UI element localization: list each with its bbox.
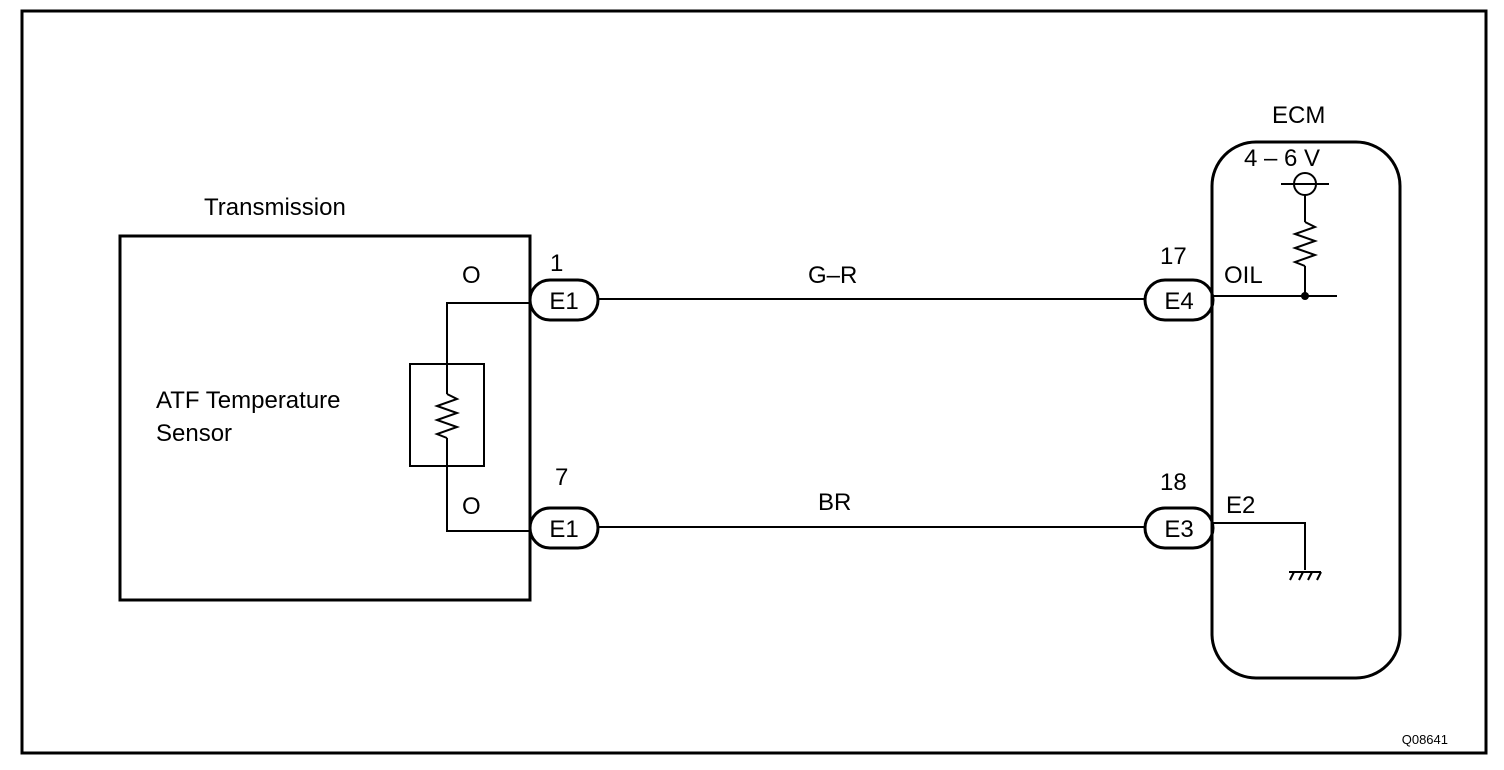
- terminal-e2-label: E2: [1226, 492, 1255, 519]
- ecm-voltage: 4 – 6 V: [1244, 145, 1320, 172]
- pin-bottom-label: O: [462, 493, 481, 520]
- ecm-box: [1210, 140, 1402, 680]
- ground-icon-hatch-3: [1307, 571, 1313, 581]
- left-pin-7: 7: [555, 464, 568, 491]
- connector-e1-bottom: [528, 506, 600, 550]
- connector-e4-label: E4: [1164, 288, 1193, 315]
- ground-icon-hatch-4: [1316, 571, 1322, 581]
- terminal-oil-label: OIL: [1224, 262, 1263, 289]
- right-pin-18: 18: [1160, 469, 1187, 496]
- ecm-title: ECM: [1272, 102, 1325, 129]
- junction-dot-icon: [1301, 292, 1309, 300]
- connector-e1-bottom-label: E1: [549, 516, 578, 543]
- pin-top-label: O: [462, 262, 481, 289]
- transmission-title: Transmission: [204, 194, 346, 221]
- right-pin-17: 17: [1160, 243, 1187, 270]
- connector-e1-top: [528, 278, 600, 322]
- transmission-box: [118, 234, 532, 602]
- sensor-internal-wiring: [446, 302, 530, 394]
- left-pin-1: 1: [550, 250, 563, 277]
- ground-icon-hatch-1: [1289, 571, 1295, 581]
- ground-icon-hatch-2: [1298, 571, 1304, 581]
- sensor-resistor-icon: [433, 393, 461, 439]
- pullup-resistor-icon: [1291, 221, 1319, 267]
- wire-color-br: BR: [818, 489, 851, 516]
- e2-ground-wire: [1213, 522, 1306, 570]
- connector-e1-top-label: E1: [549, 288, 578, 315]
- diagram-frame: [20, 9, 1488, 755]
- connector-e3-label: E3: [1164, 516, 1193, 543]
- sensor-label-line2: Sensor: [156, 420, 232, 447]
- sensor-internal-wiring-bottom: [446, 438, 530, 532]
- sensor-label-line1: ATF Temperature: [156, 387, 341, 414]
- wire-color-g-r: G–R: [808, 262, 857, 289]
- diagram-id: Q08641: [1402, 732, 1448, 747]
